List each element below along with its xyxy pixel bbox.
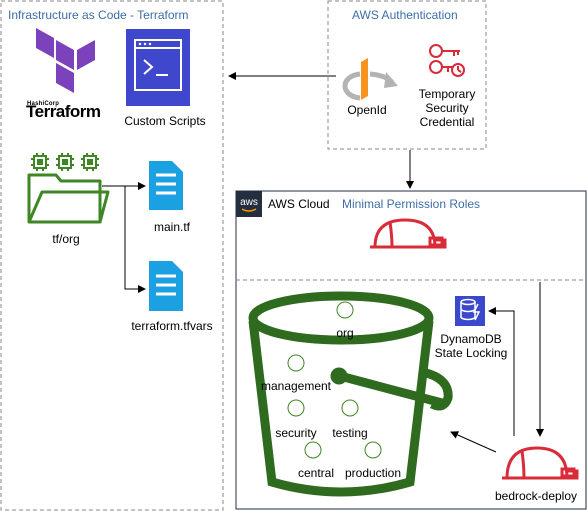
aws-cloud-box [235,190,587,510]
iac-group-box [0,0,224,511]
custom-scripts-label: Custom Scripts [124,114,206,128]
account-circles [287,301,382,459]
tfvars-label: terraform.tfvars [131,319,213,333]
dynamodb-label-2: State Locking [434,346,508,360]
chip-icons [31,153,99,171]
terminal-icon [126,29,190,106]
auth-group-box [327,0,487,150]
roles-title: Minimal Permission Roles [342,197,481,211]
tfvars-file-icon [149,261,183,311]
bucket-item-security: security [275,426,317,440]
role-helmet-icon [370,218,447,249]
openid-icon [342,58,398,101]
hashicorp-label: HashiCorp [27,101,60,107]
tf-org-label: tf/org [52,232,80,246]
terraform-wordmark: Terraform [26,102,101,121]
terraform-logo-icon [36,28,95,93]
temp-cred-label-2: Security [425,101,469,115]
bucket-item-central: central [297,466,335,480]
aws-logo-icon: aws [236,191,262,217]
bedrock-deploy-label: bedrock-deploy [494,489,578,503]
keys-icon [429,44,465,77]
openid-label: OpenId [347,103,387,117]
deploy-to-bucket-arrow [450,431,497,453]
dynamodb-icon [455,296,485,326]
s3-bucket-icon [248,291,453,497]
deploy-to-dynamodb-arrow [488,307,515,436]
folder-icon [27,173,110,224]
dynamodb-label-1: DynamoDB [440,332,502,346]
bucket-item-production: production [344,466,402,480]
folder-to-tfvars-arrow [124,186,146,293]
aws-cloud-title: AWS Cloud [268,197,330,211]
main-tf-file-icon [149,161,183,210]
svg-text:aws: aws [240,197,258,208]
auth-group-title: AWS Authentication [352,8,458,22]
bucket-item-management: management [260,379,332,393]
main-tf-label: main.tf [153,220,191,234]
iac-group-title: Infrastructure as Code - Terraform [8,8,189,22]
temp-cred-label-1: Temporary [418,87,476,101]
temp-cred-label-3: Credential [419,115,475,129]
bucket-item-testing: testing [332,426,368,440]
bucket-item-org: org [336,326,354,340]
bedrock-deploy-helmet-icon [502,446,579,480]
